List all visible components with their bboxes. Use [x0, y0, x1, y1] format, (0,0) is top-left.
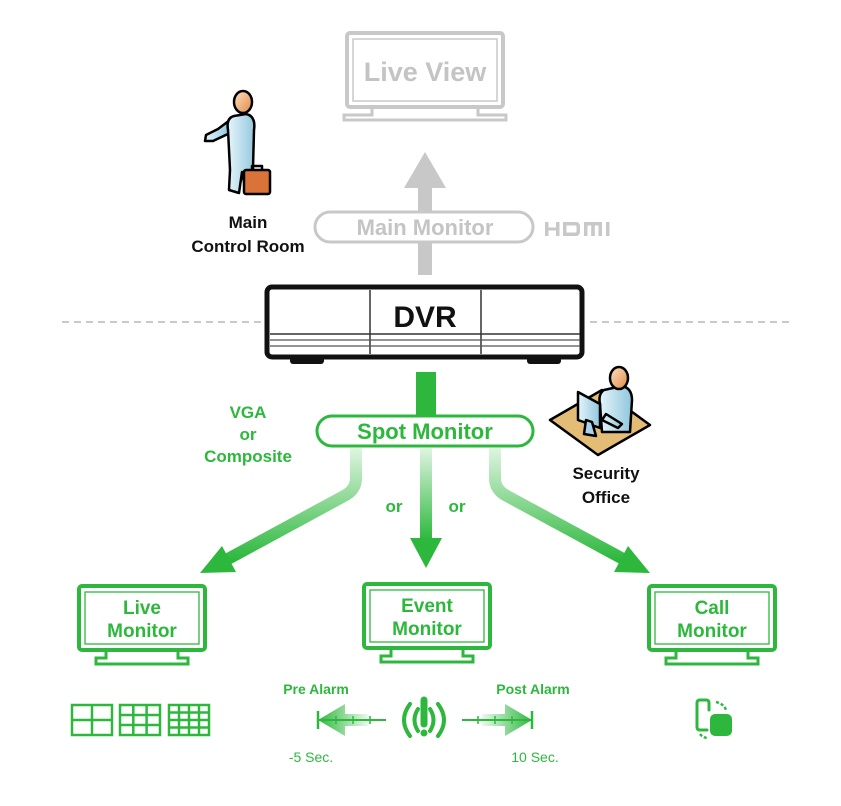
or-label-left: or	[386, 497, 403, 516]
spot-monitor-pill	[315, 414, 535, 448]
security-operator-at-desk-icon	[548, 365, 652, 457]
businessman-with-briefcase-icon	[203, 89, 272, 196]
live-monitor: Live Monitor	[77, 584, 207, 666]
alarm-icon	[402, 696, 446, 738]
live-view-label: Live View	[364, 57, 488, 87]
monitor-stand	[94, 650, 190, 666]
split-4-icon	[70, 703, 114, 737]
switch-screen-icon	[695, 698, 732, 740]
event-monitor-label-line2: Monitor	[392, 619, 462, 640]
monitor-stand	[664, 650, 760, 666]
main-monitor-pill	[313, 210, 535, 244]
monitor-frame	[647, 584, 777, 652]
post-alarm-time: 10 Sec.	[511, 749, 558, 765]
live-monitor-label-line2: Monitor	[107, 621, 177, 642]
spot-monitor-label: Spot Monitor	[357, 419, 493, 444]
monitor-frame	[77, 584, 207, 652]
security-office-label-line1: Security	[572, 464, 640, 483]
split-16-icon	[167, 703, 211, 737]
connection-type-line1: VGA	[230, 403, 267, 422]
call-monitor-label-line1: Call	[695, 598, 730, 619]
spot-monitor-output: Spot Monitor	[315, 414, 535, 448]
monitor-screen	[352, 38, 498, 102]
split-9-icon	[118, 703, 162, 737]
split-screen-layouts	[70, 703, 211, 737]
hdmi-logo-icon	[545, 222, 610, 236]
monitor-screen	[654, 591, 770, 645]
live-monitor-label-line1: Live	[123, 598, 161, 619]
monitor-stand	[342, 107, 508, 122]
pre-alarm-label: Pre Alarm	[283, 681, 349, 697]
monitor-frame	[345, 31, 505, 109]
branch-to-live-monitor	[223, 448, 362, 566]
call-monitor-label-line2: Monitor	[677, 621, 747, 642]
spot-branch-arrows	[200, 448, 650, 573]
main-monitor-label: Main Monitor	[357, 215, 494, 240]
connection-type-line2: or	[240, 425, 257, 444]
branch-to-call-monitor	[489, 448, 628, 566]
pre-alarm-time: -5 Sec.	[289, 749, 333, 765]
dvr-unit: DVR	[264, 284, 585, 364]
post-alarm-label: Post Alarm	[496, 681, 569, 697]
or-label-right: or	[449, 497, 466, 516]
alarm-timeline: Pre Alarm Post Alarm -5 Sec. 10 Sec.	[283, 681, 570, 765]
dvr-label: DVR	[393, 301, 457, 334]
event-monitor: Event Monitor	[362, 582, 492, 664]
connection-type-line3: Composite	[204, 447, 292, 466]
monitor-screen	[369, 589, 485, 643]
live-view-monitor: Live View	[342, 31, 508, 122]
control-room-label-line2: Control Room	[191, 237, 304, 256]
monitor-frame	[362, 582, 492, 650]
branch-to-event-monitor	[420, 448, 432, 540]
main-monitor-output: Main Monitor	[313, 210, 535, 244]
call-monitor: Call Monitor	[647, 584, 777, 666]
monitor-stand	[379, 648, 475, 664]
control-room-label-line1: Main	[229, 213, 268, 232]
security-office-label-line2: Office	[582, 488, 630, 507]
event-monitor-label-line1: Event	[401, 596, 453, 617]
spot-output-connector	[416, 372, 436, 416]
monitor-screen	[84, 591, 200, 645]
